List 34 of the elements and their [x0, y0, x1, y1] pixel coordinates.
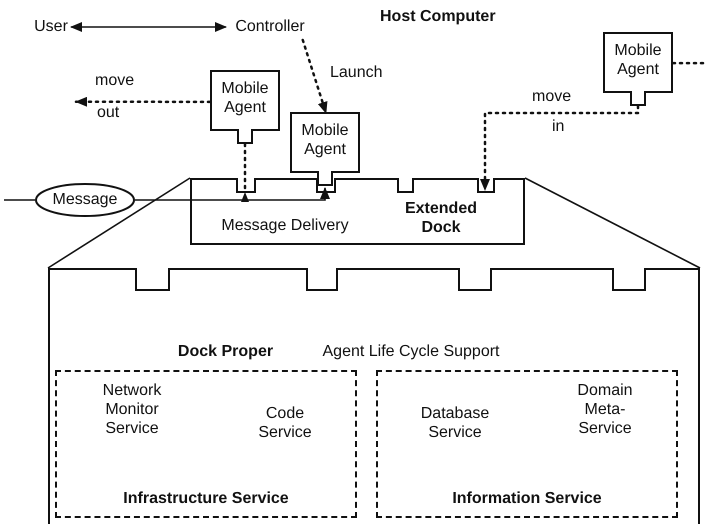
arrow	[70, 22, 227, 32]
service-group	[376, 370, 678, 518]
dock-label: Agent Life Cycle Support	[322, 343, 500, 362]
node-text: Network Monitor Service	[102, 382, 162, 439]
dock-title: Dock Proper	[176, 343, 274, 362]
motion-label: in	[552, 118, 564, 136]
node-text: Database Service	[420, 405, 490, 443]
dotted-arrow	[74, 96, 212, 107]
motion-label: out	[97, 104, 120, 122]
dock-proper-box	[48, 268, 700, 524]
message-ellipse	[35, 183, 135, 217]
diagram-title: Host Computer	[380, 8, 496, 26]
group-title: Information Service	[451, 490, 603, 509]
agent-box	[210, 70, 280, 144]
dotted-arrow	[480, 104, 640, 192]
node-text: Controller	[234, 18, 306, 37]
node-text: User	[33, 18, 69, 37]
agent-box	[290, 112, 360, 186]
motion-label: move	[95, 72, 134, 90]
dock-title: Extended Dock	[404, 200, 478, 238]
agent-box	[603, 32, 673, 106]
service-group	[55, 370, 357, 518]
dock-box	[190, 178, 525, 245]
agent-label: Mobile Agent	[220, 80, 270, 118]
node-text: Domain Meta-Service	[576, 382, 634, 439]
arrow	[190, 187, 330, 201]
group-title: Infrastructure Service	[122, 490, 290, 509]
dotted-arrow	[302, 38, 328, 114]
agent-label: Mobile Agent	[613, 42, 663, 80]
message-label: Message	[52, 191, 118, 210]
dock-label: Message Delivery	[220, 217, 350, 236]
agent-label: Mobile Agent	[300, 122, 350, 160]
node-text: Code Service	[257, 405, 313, 443]
motion-label: move	[532, 88, 572, 106]
